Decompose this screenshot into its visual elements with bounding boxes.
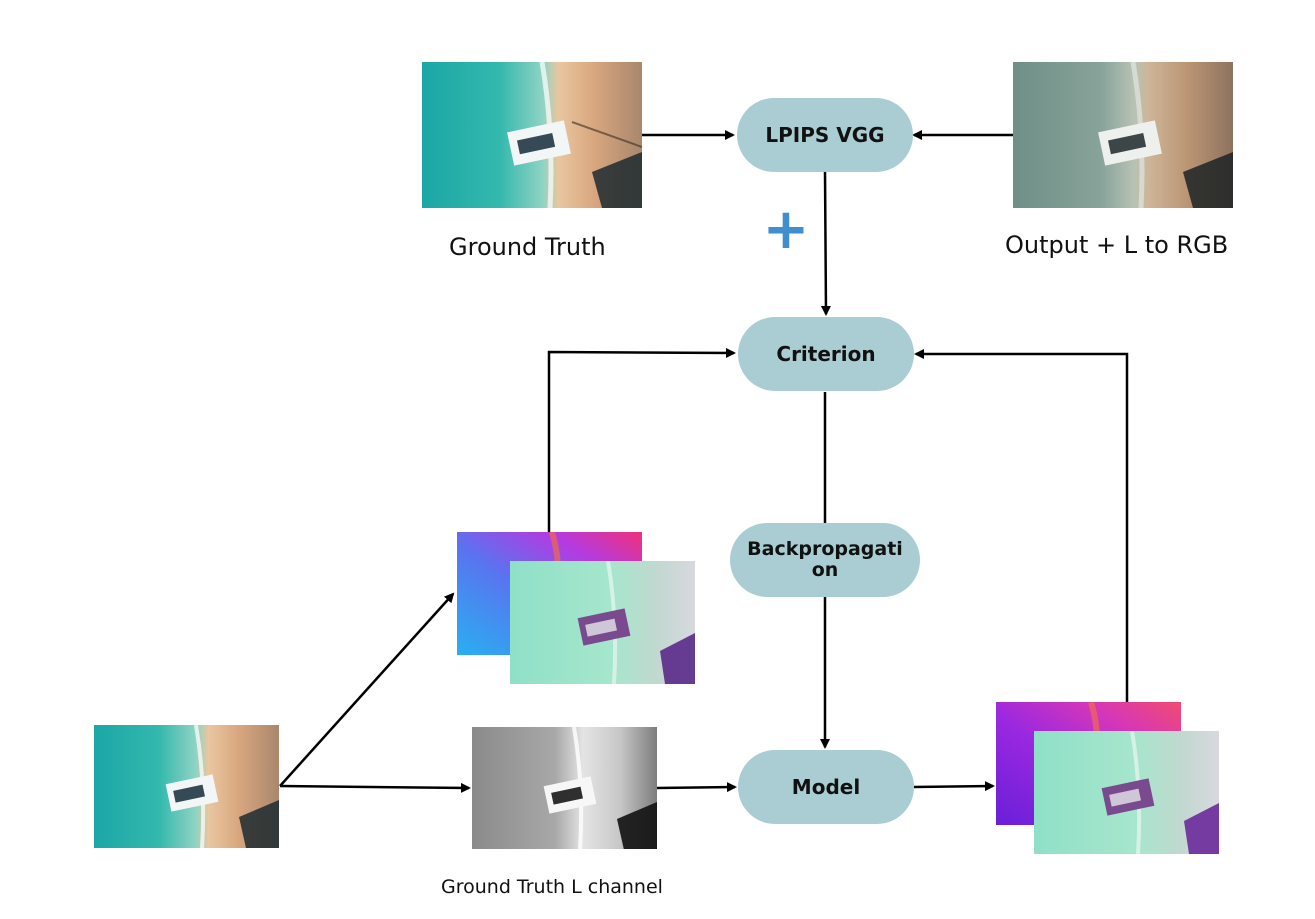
edge-input-to-l-channel (279, 782, 471, 793)
predicted-ab-channel-b (1034, 731, 1219, 854)
ground-truth-caption: Ground Truth (449, 233, 606, 261)
ground-truth-ab-channel-b (510, 561, 695, 684)
edge-input-to-gt-ab (279, 592, 455, 787)
output-rgb-image (1013, 62, 1233, 208)
l-channel-caption: Ground Truth L channel (441, 876, 663, 898)
edge-model-to-pred-ab (913, 781, 995, 792)
output-rgb-caption: Output + L to RGB (1005, 231, 1229, 259)
ground-truth-image (422, 62, 642, 208)
l-channel-image (472, 727, 657, 849)
plus-icon: + (762, 197, 810, 262)
backpropagation-node: Backpropagati on (730, 523, 920, 597)
model-node: Model (738, 750, 914, 824)
edge-l-channel-to-model (656, 782, 737, 793)
edge-lpips-to-criterion (820, 171, 831, 316)
lpips-vgg-node: LPIPS VGG (737, 98, 913, 172)
input-image (94, 725, 279, 848)
criterion-node: Criterion (738, 317, 914, 391)
edge-gt-ab-to-criterion (547, 347, 736, 532)
edge-pred-ab-to-criterion (914, 349, 1129, 702)
